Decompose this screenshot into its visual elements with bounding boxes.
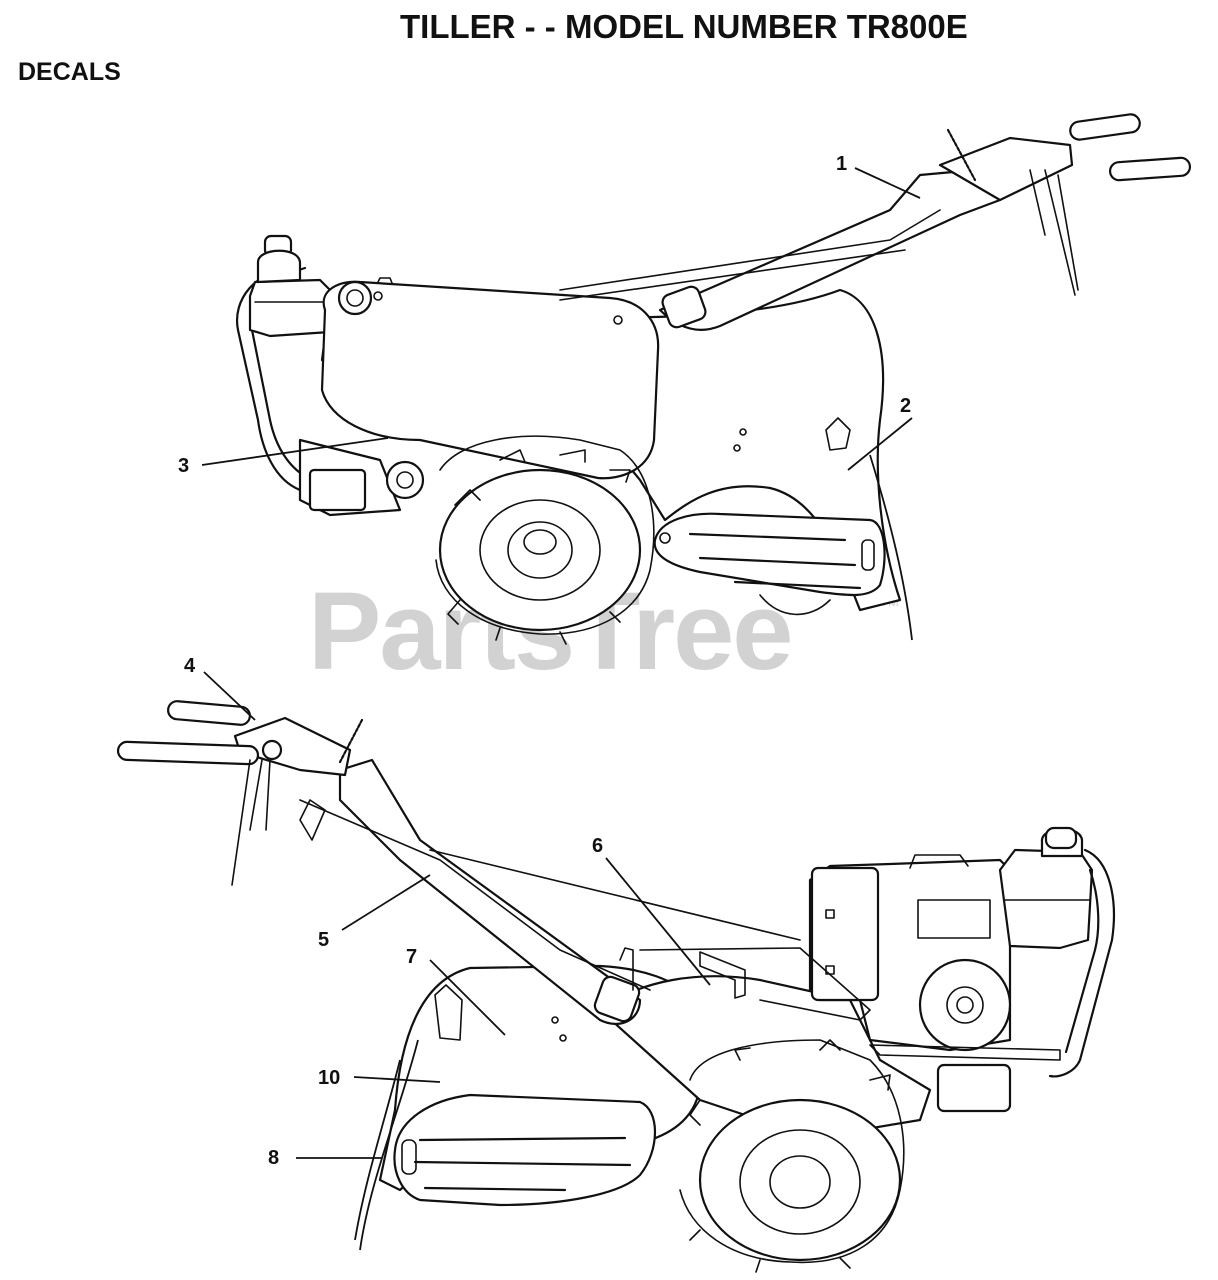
fuel-tank-bottom — [998, 848, 1094, 950]
wheel-top — [435, 435, 655, 645]
callout-5: 5 — [318, 929, 329, 951]
callout-6: 6 — [592, 835, 603, 857]
callout-2: 2 — [900, 395, 911, 417]
diagram-title: TILLER - - MODEL NUMBER TR800E — [400, 8, 968, 45]
wheel-bottom — [679, 1039, 905, 1273]
callout-8: 8 — [268, 1147, 279, 1169]
callout-10: 10 — [318, 1067, 340, 1089]
callouts: 1 2 3 4 5 6 7 8 10 — [178, 153, 913, 1169]
section-label: DECALS — [18, 58, 121, 86]
side-shield-bottom — [393, 1093, 657, 1207]
callout-7: 7 — [406, 946, 417, 968]
tiller-top-view — [235, 113, 1192, 645]
callout-4: 4 — [184, 655, 196, 677]
fuel-tank-top — [248, 278, 334, 338]
callout-3: 3 — [178, 455, 189, 477]
tiller-bottom-view — [116, 700, 1115, 1273]
front-bumper-bottom — [1048, 848, 1115, 1078]
callout-1: 1 — [836, 153, 847, 175]
belt-cover-top — [320, 280, 660, 480]
